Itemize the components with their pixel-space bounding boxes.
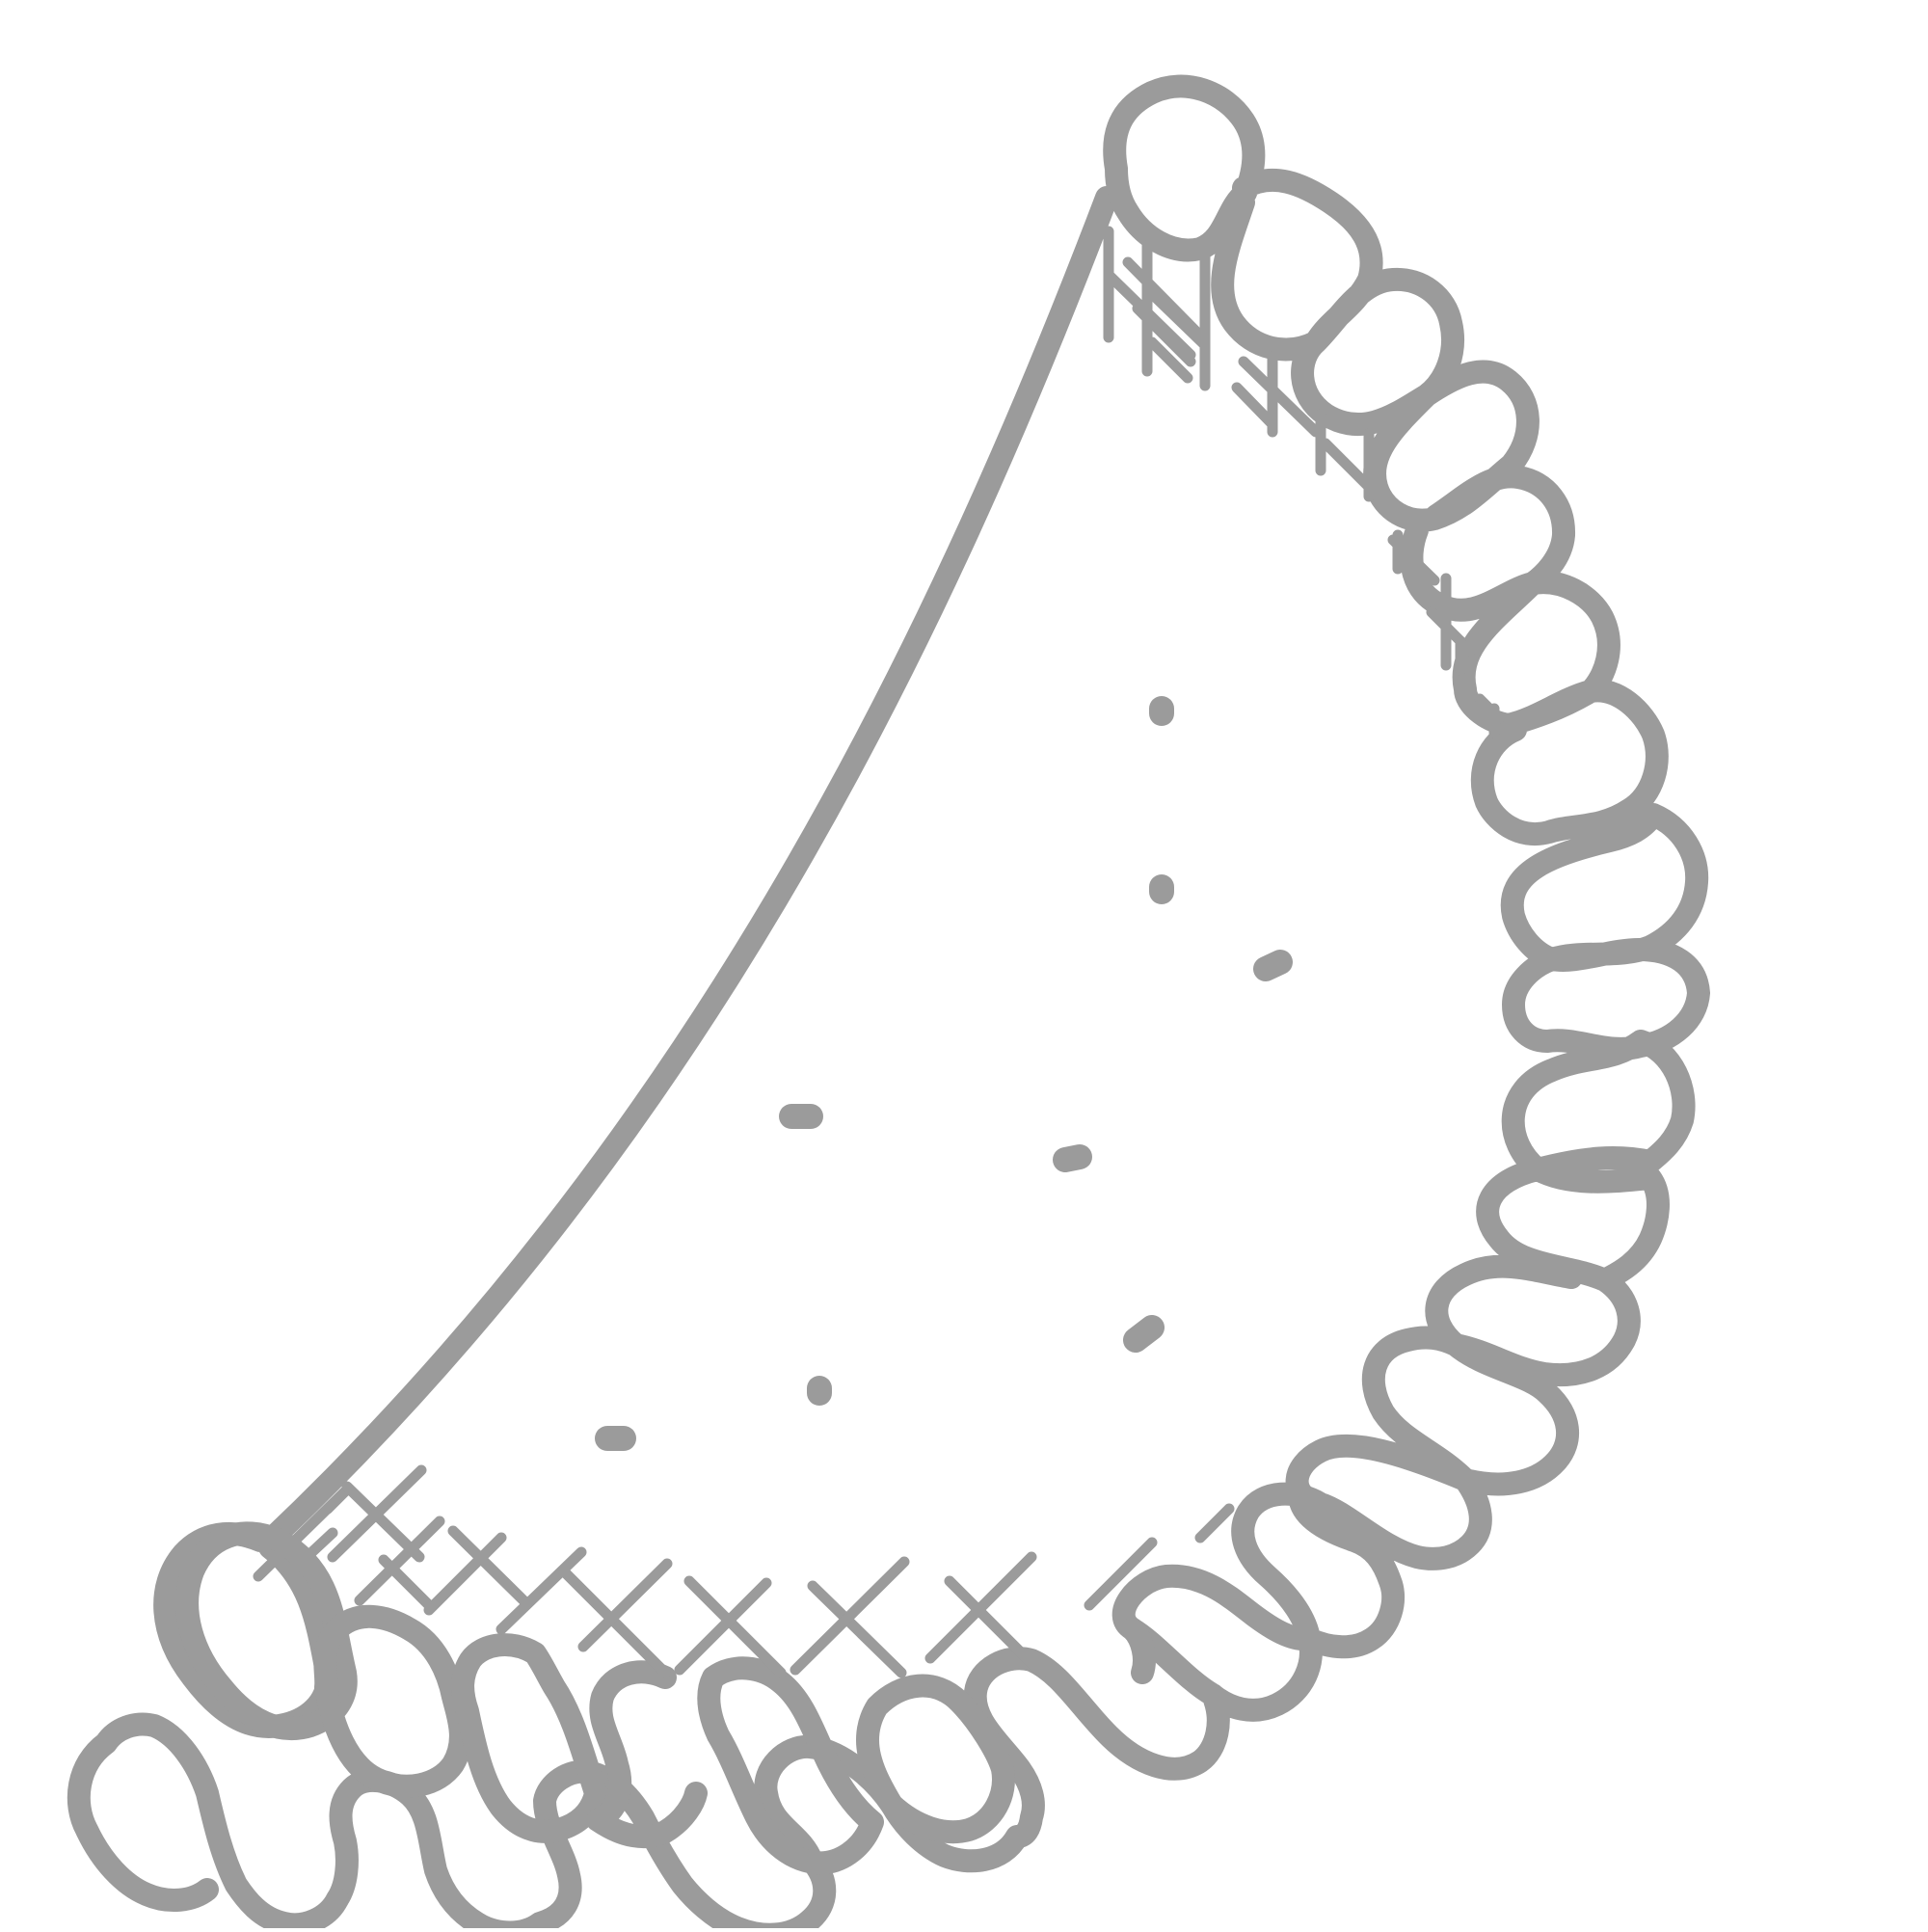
lobe-6 — [856, 1674, 1015, 1844]
lobe-3 — [451, 1633, 607, 1843]
fork-mark-bottom-9 — [924, 1537, 1158, 1664]
fork-mark-top-2 — [1122, 240, 1211, 384]
lobe-4 — [586, 1660, 708, 1849]
fork-mark-top-8 — [1455, 635, 1505, 738]
fork-mark-bottom-7 — [674, 1577, 907, 1678]
speckle-5 — [1053, 1144, 1092, 1172]
fork-mark-top-5 — [1315, 409, 1375, 502]
fork-mark-top-4 — [1231, 351, 1322, 438]
fork-marks-top — [1103, 226, 1505, 738]
fork-mark-bottom-8 — [790, 1556, 1047, 1678]
fork-mark-bottom-1 — [253, 1484, 353, 1582]
lobe-5 — [697, 1656, 884, 1875]
fork-marks-bottom — [253, 1464, 1235, 1678]
crimp-edge-bottom — [67, 1521, 1156, 1932]
fork-mark-bottom-3 — [354, 1516, 445, 1611]
speckle-3 — [1253, 950, 1293, 981]
fork-mark-bottom-4 — [423, 1525, 531, 1616]
fork-mark-top-6 — [1387, 529, 1440, 586]
surface-speckles — [595, 696, 1293, 1451]
empanada-left-edge — [258, 186, 1118, 1552]
fork-mark-bottom-10 — [1194, 1503, 1235, 1543]
bottom-lobes — [175, 1521, 1015, 1875]
speckle-6 — [1123, 1315, 1165, 1353]
fork-mark-bottom-2 — [327, 1464, 427, 1563]
fork-mark-bottom-6 — [577, 1558, 787, 1678]
empanada-outline — [67, 74, 1710, 1932]
